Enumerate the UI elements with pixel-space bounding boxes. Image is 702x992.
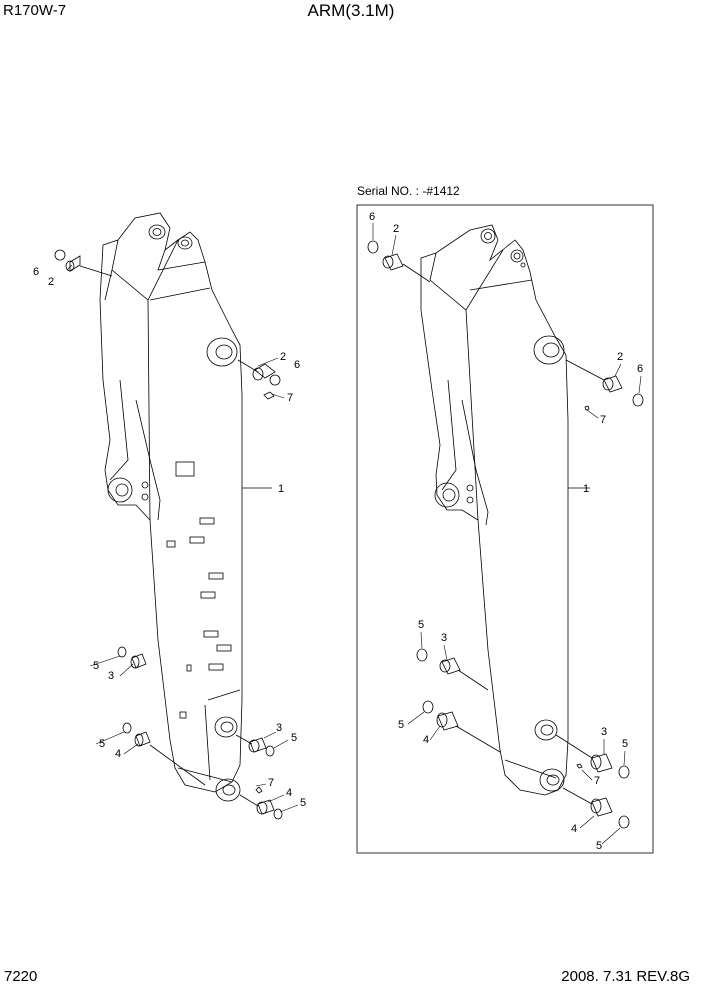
callout-2: 2 bbox=[48, 276, 54, 288]
right-parts bbox=[367, 240, 644, 829]
callout-6: 6 bbox=[33, 266, 39, 278]
callout-3: 3 bbox=[108, 670, 114, 682]
callout-5: 5 bbox=[596, 840, 602, 852]
callout-3: 3 bbox=[441, 632, 447, 644]
callout-1: 1 bbox=[278, 483, 284, 495]
callout-1: 1 bbox=[583, 483, 589, 495]
callout-2: 2 bbox=[280, 351, 286, 363]
right-callouts: 6 2 2 6 7 1 5 3 5 4 3 5 7 4 5 bbox=[369, 211, 643, 852]
serial-inset-frame bbox=[356, 204, 654, 854]
callout-6: 6 bbox=[294, 359, 300, 371]
page-number: 7220 bbox=[4, 968, 38, 985]
left-callouts: 6 2 2 6 7 1 5 3 5 4 3 5 7 4 5 bbox=[33, 264, 306, 813]
callout-4: 4 bbox=[286, 787, 292, 799]
callout-3: 3 bbox=[276, 722, 282, 734]
callout-7: 7 bbox=[600, 414, 606, 426]
callout-7: 7 bbox=[287, 392, 293, 404]
left-parts bbox=[54, 249, 283, 820]
callout-4: 4 bbox=[115, 748, 121, 760]
model-code: R170W-7 bbox=[3, 2, 67, 19]
callout-5: 5 bbox=[418, 619, 424, 631]
right-arm-assembly bbox=[420, 224, 569, 796]
left-arm-assembly bbox=[99, 212, 243, 802]
callout-7: 7 bbox=[268, 777, 274, 789]
callout-2: 2 bbox=[393, 223, 399, 235]
callout-2: 2 bbox=[617, 351, 623, 363]
callout-4: 4 bbox=[423, 734, 429, 746]
revision-date: 2008. 7.31 REV.8G bbox=[561, 968, 690, 985]
right-arm-body bbox=[420, 224, 569, 796]
callout-5: 5 bbox=[622, 738, 628, 750]
callout-6: 6 bbox=[369, 211, 375, 223]
callout-4: 4 bbox=[571, 823, 577, 835]
callout-5: 5 bbox=[398, 719, 404, 731]
callout-6: 6 bbox=[637, 363, 643, 375]
left-arm-body bbox=[99, 212, 243, 793]
callout-5: 5 bbox=[300, 797, 306, 809]
serial-number-label: Serial NO. : -#1412 bbox=[357, 184, 460, 198]
callout-7: 7 bbox=[594, 775, 600, 787]
callout-5: 5 bbox=[93, 660, 99, 672]
diagram-title: ARM(3.1M) bbox=[307, 1, 395, 20]
callout-5: 5 bbox=[291, 732, 297, 744]
callout-3: 3 bbox=[601, 726, 607, 738]
callout-5: 5 bbox=[99, 738, 105, 750]
